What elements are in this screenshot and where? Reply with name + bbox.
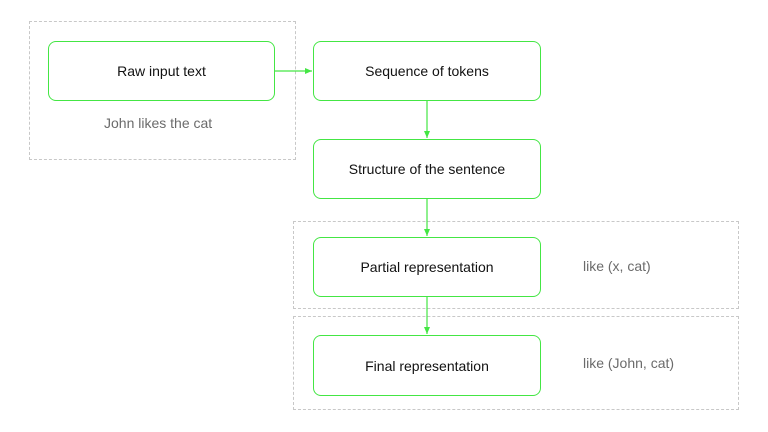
note-final-example: like (John, cat)	[583, 355, 675, 371]
node-final-representation: Final representation	[313, 335, 541, 396]
node-label: Raw input text	[117, 63, 206, 79]
input-group	[29, 21, 296, 160]
note-partial-example: like (x, cat)	[583, 258, 651, 274]
node-raw-input-text: Raw input text	[48, 41, 275, 101]
final-group	[293, 316, 739, 410]
node-label: Final representation	[365, 357, 489, 374]
node-label: Sequence of tokens	[365, 63, 489, 79]
node-sequence-of-tokens: Sequence of tokens	[313, 41, 541, 101]
partial-group	[293, 221, 739, 309]
node-partial-representation: Partial representation	[313, 237, 541, 297]
note-example-sentence: John likes the cat	[104, 115, 213, 131]
node-label: Partial representation	[360, 259, 494, 275]
node-label: Structure of the sentence	[348, 161, 506, 177]
node-structure-of-sentence: Structure of the sentence	[313, 139, 541, 199]
